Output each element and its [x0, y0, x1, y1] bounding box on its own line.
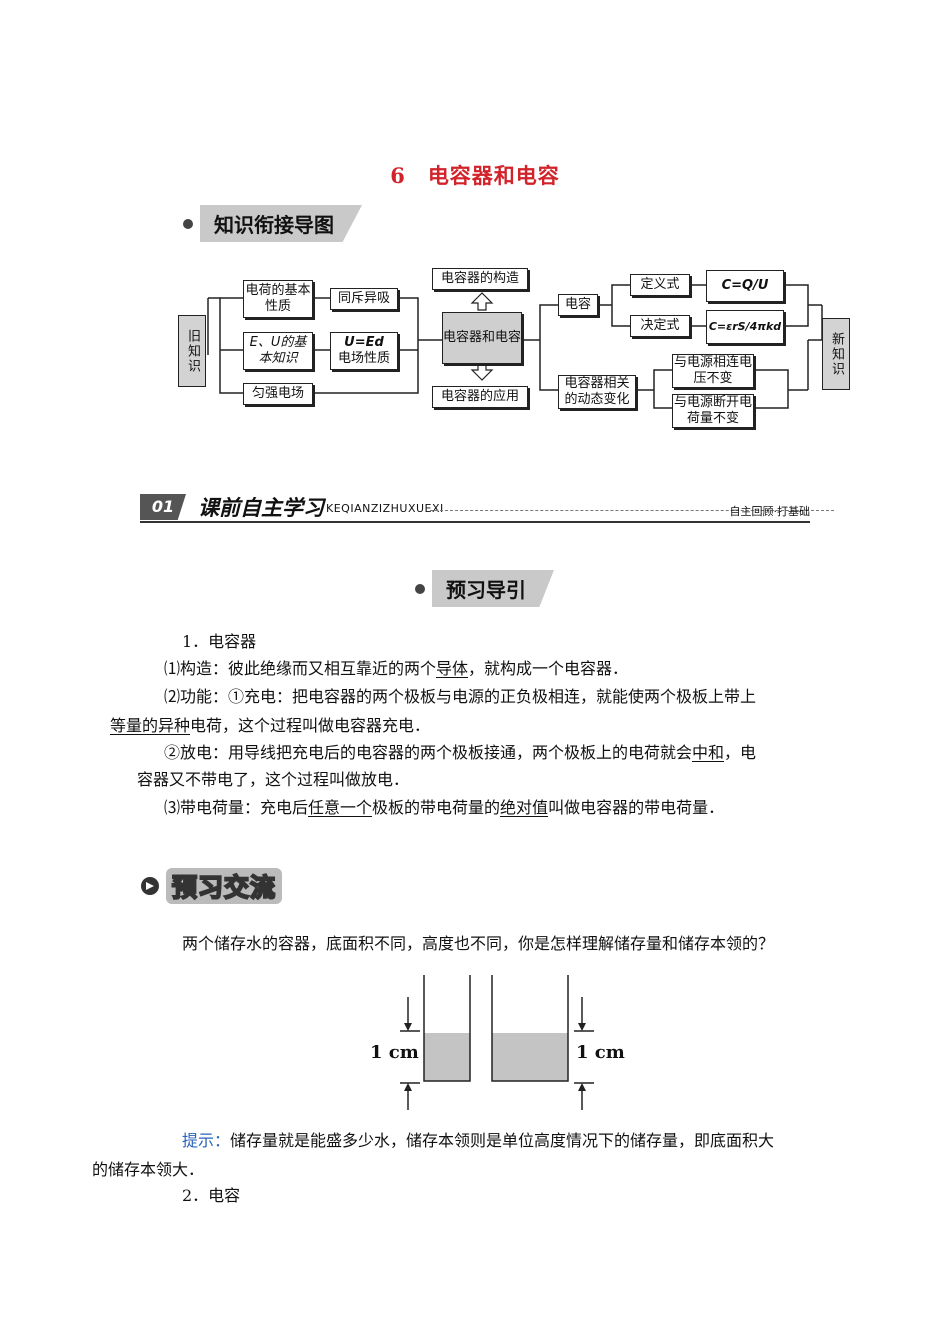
text: 的储存本领大．: [92, 1160, 205, 1179]
text: ，电: [724, 743, 757, 762]
diagram-repel-attract: 同斥异吸: [330, 288, 398, 310]
text: ②放电：用导线把充电后的电容器的两个极板接通，两个极板上的电荷就会: [164, 743, 693, 762]
text: 电荷，这个过程叫做电容器充电．: [190, 716, 431, 735]
section-header: 01 课前自主学习 KEQIANZIZHUXUEXI 自主回顾·打基础: [140, 492, 834, 524]
diagram-decision: 决定式: [630, 315, 690, 337]
diagram-eu-basic: E、U的基本知识: [243, 332, 313, 370]
diagram-capacitor-structure: 电容器的构造: [432, 268, 528, 290]
heading-capacitor: 1．电容器: [182, 632, 257, 651]
title-text: 电容器和电容: [427, 163, 560, 188]
text: 叫做电容器的带电荷量．: [548, 798, 725, 817]
underlined-text: 导体: [436, 659, 469, 678]
hint-paragraph: 提示：储存量就是能盛多少水，储存本领则是单位高度情况下的储存量，即底面积大的储存…: [92, 1126, 827, 1184]
banner-preview-exchange: 预习交流: [138, 868, 283, 904]
diagram-formula2: C=εrS/4πkd: [706, 310, 784, 344]
underlined-text: 任意一个: [308, 798, 373, 817]
figure-label-right: 1 cm: [576, 1042, 625, 1063]
diagram-disconnected: 与电源断开电荷量不变: [672, 394, 754, 428]
diagram-charge-nature: 电荷的基本性质: [243, 280, 313, 318]
question-text: 两个储存水的容器，底面积不同，高度也不同，你是怎样理解储存量和储存本领的？: [182, 934, 775, 953]
section-number: 01: [140, 494, 186, 520]
diagram-capacitance: 电容: [558, 294, 598, 316]
underlined-text: 异种: [158, 716, 191, 735]
container-figure: [400, 975, 594, 1110]
banner-preview-guide-label: 预习导引: [432, 570, 554, 607]
hint-label: 提示：: [182, 1131, 231, 1150]
title-number: 6: [390, 163, 406, 188]
banner-dot-icon: [415, 583, 425, 594]
diagram-definition: 定义式: [630, 274, 690, 296]
underlined-text: 等量的: [110, 716, 159, 735]
section-subtitle: 自主回顾·打基础: [729, 505, 811, 518]
text: ，就构成一个电容器．: [468, 659, 629, 678]
diagram-new-knowledge: 新知识: [822, 318, 850, 390]
paragraph-function: ⑵功能：①充电：把电容器的两个极板与电源的正负极相连，就能使两个极板上带上等量的…: [110, 682, 817, 740]
banner-dot-icon: [183, 218, 193, 229]
banner-knowledge-map: 知识衔接导图: [178, 205, 362, 242]
paragraph-discharge-cont: 容器又不带电了，这个过程叫做放电．: [137, 770, 410, 789]
page-title: 6 电容器和电容: [0, 160, 950, 190]
section-underline: [140, 521, 810, 523]
diagram-ued-box: U=Ed 电场性质: [330, 332, 398, 370]
diagram-ued: U=Ed: [344, 335, 384, 350]
arrow-right-icon: [141, 877, 159, 895]
diagram-old-knowledge: 旧知识: [178, 315, 206, 387]
banner-knowledge-map-label: 知识衔接导图: [200, 205, 362, 242]
text: ⑴构造：彼此绝缘而又相互靠近的两个: [164, 659, 437, 678]
text: ⑵功能：①充电：把电容器的两个极板与电源的正负极相连，就能使两个极板上带上: [164, 687, 757, 706]
down-arrow-icon: [470, 362, 494, 381]
section-title: 课前自主学习: [198, 496, 324, 520]
diagram-uniform-field: 匀强电场: [243, 383, 313, 405]
diagram-field-nature: 电场性质: [337, 351, 390, 366]
figure-label-left: 1 cm: [370, 1042, 419, 1063]
underlined-text: 绝对值: [500, 798, 549, 817]
heading-capacitance: 2．电容: [182, 1186, 241, 1205]
section-pinyin: KEQIANZIZHUXUEXI: [326, 502, 444, 515]
diagram-capacitor-and-capacitance: 电容器和电容: [442, 312, 522, 364]
text: 储存量就是能盛多少水，储存本领则是单位高度情况下的储存量，即底面积大: [230, 1131, 775, 1150]
text: 极板的带电荷量的: [372, 798, 501, 817]
diagram-formula1: C=Q/U: [706, 270, 784, 302]
banner-preview-exchange-label: 预习交流: [166, 868, 283, 904]
section-dashed-line: [430, 510, 834, 511]
diagram-capacitor-application: 电容器的应用: [432, 386, 528, 408]
paragraph-structure: ⑴构造：彼此绝缘而又相互靠近的两个导体，就构成一个电容器．: [164, 654, 814, 683]
banner-preview-guide: 预习导引: [410, 570, 554, 607]
diagram-connected: 与电源相连电压不变: [672, 354, 754, 388]
diagram-dynamic: 电容器相关的动态变化: [558, 375, 636, 409]
paragraph-charge-amount: ⑶带电荷量：充电后任意一个极板的带电荷量的绝对值叫做电容器的带电荷量．: [164, 793, 814, 822]
up-arrow-icon: [470, 292, 494, 311]
underlined-text: 中和: [692, 743, 725, 762]
paragraph-discharge: ②放电：用导线把充电后的电容器的两个极板接通，两个极板上的电荷就会中和，电: [164, 738, 824, 767]
text: ⑶带电荷量：充电后: [164, 798, 309, 817]
